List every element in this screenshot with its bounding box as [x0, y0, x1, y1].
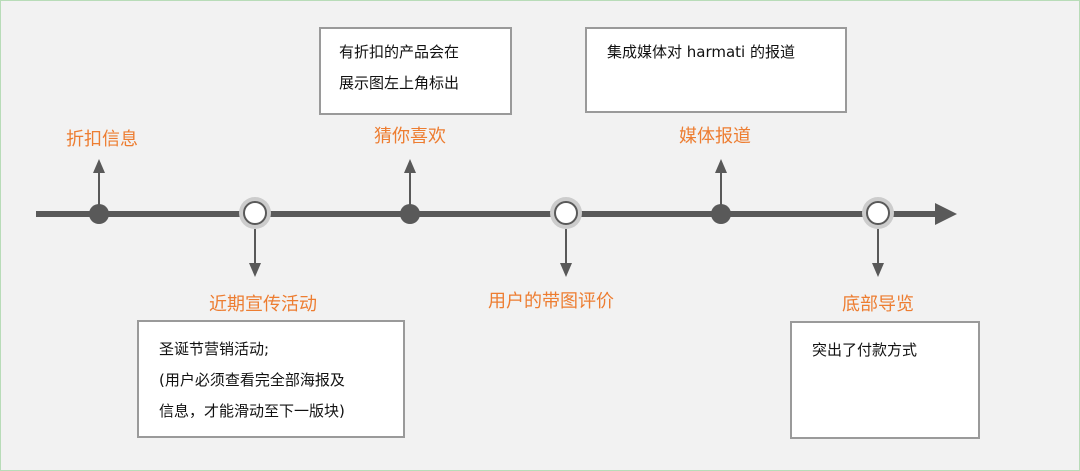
note-line: 突出了付款方式: [812, 341, 918, 359]
arrow-up-icon: [404, 159, 416, 173]
arrow-down-icon: [249, 263, 261, 277]
timeline-arrowhead: [935, 203, 957, 225]
note-guess-you-like: 有折扣的产品会在 展示图左上角标出: [319, 27, 512, 115]
node-bottom-nav: [866, 201, 890, 225]
arrow-up-icon: [715, 159, 727, 173]
label-promotion: 近期宣传活动: [209, 294, 317, 315]
arrow-up-icon: [93, 159, 105, 173]
node-guess: [400, 204, 420, 224]
note-bottom-nav: 突出了付款方式: [790, 321, 980, 439]
label-user-reviews: 用户的带图评价: [488, 291, 614, 312]
arrow-down-icon: [560, 263, 572, 277]
note-line: 有折扣的产品会在: [339, 43, 460, 61]
label-media-reports: 媒体报道: [679, 126, 751, 147]
node-discount: [89, 204, 109, 224]
note-line: 信息，才能滑动至下一版块): [159, 402, 345, 420]
label-bottom-nav: 底部导览: [842, 294, 914, 315]
note-line: 集成媒体对 harmati 的报道: [607, 43, 795, 61]
note-line: 展示图左上角标出: [339, 74, 460, 92]
node-promotion: [243, 201, 267, 225]
node-reviews: [554, 201, 578, 225]
note-promotion: 圣诞节营销活动; (用户必须查看完全部海报及 信息，才能滑动至下一版块): [137, 320, 405, 438]
node-media: [711, 204, 731, 224]
label-guess-you-like: 猜你喜欢: [374, 126, 446, 147]
label-discount: 折扣信息: [66, 129, 138, 150]
arrow-down-icon: [872, 263, 884, 277]
note-media-reports: 集成媒体对 harmati 的报道: [585, 27, 847, 113]
note-line: (用户必须查看完全部海报及: [159, 371, 345, 389]
note-line: 圣诞节营销活动;: [159, 340, 270, 358]
